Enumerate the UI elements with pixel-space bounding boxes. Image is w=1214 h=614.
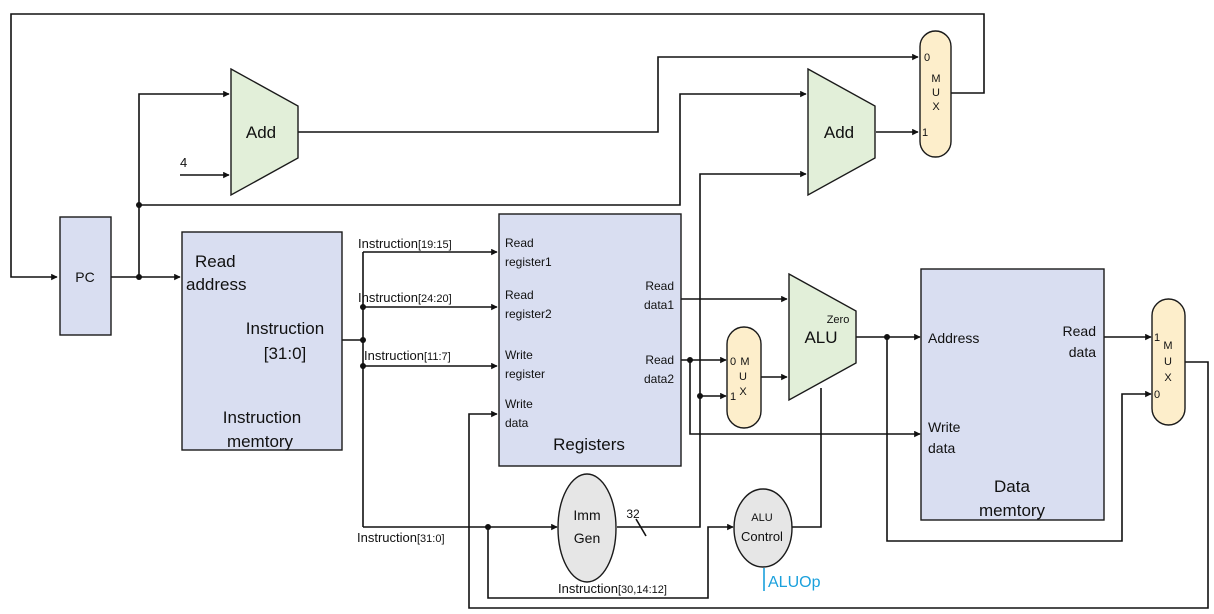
bus-label-11-7: Instruction[11:7] (364, 348, 451, 363)
wire-pc4-to-mux (298, 53, 919, 133)
adder-pc-plus-4: Add (230, 67, 299, 197)
reg-port-read-data1: data1 (644, 298, 674, 312)
bus-label-24-20: Instruction[24:20] (358, 290, 452, 305)
wires (10, 13, 1209, 609)
dmem-write-label: Write (928, 419, 961, 435)
bus-label-31-0: Instruction[31:0] (357, 530, 445, 545)
junctions (136, 202, 890, 530)
mux-letter: U (932, 87, 940, 99)
junction-dot (360, 304, 366, 310)
imm-gen: Imm Gen (557, 473, 617, 583)
mux-input-0: 0 (730, 356, 736, 368)
mux-input-1: 1 (922, 127, 928, 139)
reg-port-write-register: Write (505, 348, 533, 362)
dmem-title-line2: memtory (979, 501, 1046, 520)
wire-imm-width-slash (635, 518, 647, 537)
junction-dot (485, 524, 491, 530)
mux-input-0: 0 (924, 52, 930, 64)
wire-next-pc (10, 13, 985, 281)
adder-branch: Add (807, 67, 876, 197)
imem-instruction-label: Instruction (246, 319, 324, 338)
mux-letter: X (1164, 372, 1172, 384)
junction-dot (360, 363, 366, 369)
instruction-memory: Read address Instruction [31:0] Instruct… (181, 231, 343, 451)
mux-letter: X (932, 101, 940, 113)
dmem-address-label: Address (928, 330, 979, 346)
mux-writeback: 1 0 M U X (1151, 298, 1186, 426)
alu: ALU Zero (788, 272, 857, 402)
imem-title-line1: Instruction (223, 408, 301, 427)
mux-letter: M (740, 356, 749, 368)
junction-dot (360, 337, 366, 343)
mux-letter: U (739, 371, 747, 383)
alucontrol-label-line2: Control (741, 529, 783, 544)
pc-label: PC (75, 269, 94, 285)
imm-width-label: 32 (626, 507, 640, 521)
wire-rd2-to-dmem (689, 360, 921, 438)
instruction-field-labels: Instruction[19:15] Instruction[24:20] In… (357, 236, 667, 596)
imem-read-label: Read (195, 252, 236, 271)
mux-input-0: 0 (1154, 389, 1160, 401)
reg-port-read-register1: register1 (505, 255, 552, 269)
mux-alu-src: 0 1 M U X (726, 326, 762, 429)
wire-pc-to-add4 (138, 90, 230, 277)
reg-port-read-data2: data2 (644, 372, 674, 386)
junction-dot (136, 202, 142, 208)
bus-label-30-14-12: Instruction[30,14:12] (558, 581, 667, 596)
bus-label-19-15: Instruction[19:15] (358, 236, 452, 251)
wire-alu-bypass (886, 337, 1152, 542)
junction-dot (884, 334, 890, 340)
wire-alucontrol-to-alu (792, 388, 822, 528)
mux-letter: U (1164, 356, 1172, 368)
reg-port-read-register2: Read (505, 288, 534, 302)
mux-letter: M (1163, 340, 1172, 352)
adder-label: Add (246, 123, 276, 142)
dmem-data-label: data (928, 440, 955, 456)
adder-label: Add (824, 123, 854, 142)
dmem-read-data-label: data (1069, 344, 1096, 360)
imem-address-label: address (186, 275, 246, 294)
wire-writeback (468, 361, 1209, 609)
reg-port-write-register: register (505, 367, 545, 381)
alu-control: ALU Control (733, 488, 793, 568)
reg-port-write-data: data (505, 416, 529, 430)
wire-pc-to-branch-add (139, 90, 807, 206)
junction-dot (697, 393, 703, 399)
imem-title-line2: memtory (227, 432, 294, 451)
mux-input-1: 1 (1154, 332, 1160, 344)
mux-letter: X (739, 386, 747, 398)
registers-title: Registers (553, 435, 625, 454)
register-file: Read register1 Read register2 Write regi… (498, 213, 682, 467)
aluop-label: ALUOp (768, 574, 821, 591)
immgen-label-line1: Imm (573, 507, 600, 523)
reg-port-read-data2: Read (645, 353, 674, 367)
wire-imm-out (617, 170, 807, 528)
alu-label: ALU (804, 328, 837, 347)
pc-register: PC (59, 216, 112, 336)
alucontrol-label-line1: ALU (751, 512, 772, 524)
reg-port-read-data1: Read (645, 279, 674, 293)
reg-port-read-register1: Read (505, 236, 534, 250)
junction-dot (136, 274, 142, 280)
mux-input-1: 1 (730, 391, 736, 403)
reg-port-read-register2: register2 (505, 307, 552, 321)
alu-zero-label: Zero (827, 314, 850, 326)
mux-letter: M (931, 73, 940, 85)
dmem-read-label: Read (1063, 323, 1096, 339)
reg-port-write-data: Write (505, 397, 533, 411)
immgen-label-line2: Gen (574, 530, 600, 546)
dmem-title-line1: Data (994, 477, 1030, 496)
wire-funct-to-alucontrol (487, 523, 734, 599)
mux-pc-select: 0 1 M U X (919, 30, 952, 158)
constant-four: 4 (180, 155, 187, 170)
junction-dot (687, 357, 693, 363)
imem-instruction-bits: [31:0] (264, 344, 307, 363)
data-memory: Address Write data Read data Data memtor… (920, 268, 1105, 521)
